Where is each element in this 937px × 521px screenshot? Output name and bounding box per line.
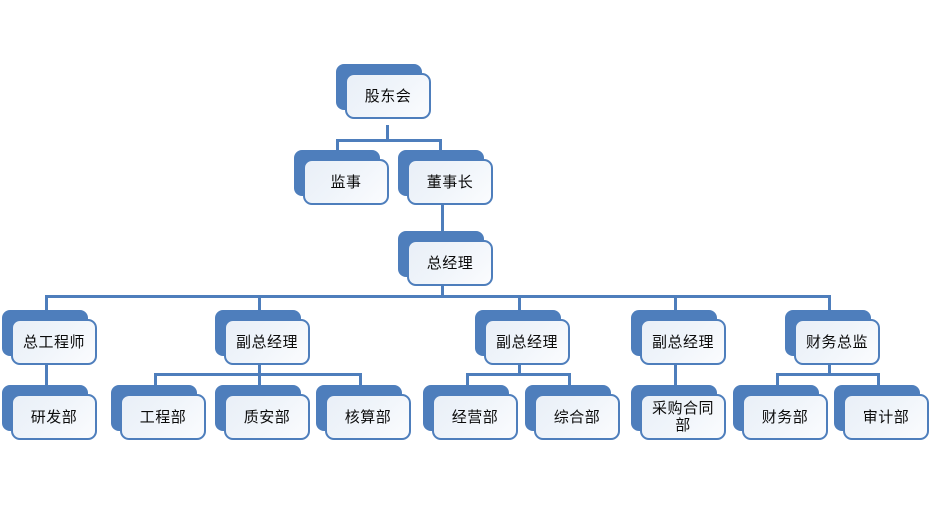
node-face: 核算部 [325,394,411,440]
node-face: 副总经理 [224,319,310,365]
connector-general-affairs-drop [568,373,571,386]
connector-deputy-gm-2-stem [518,364,521,374]
org-node-label: 审计部 [862,407,910,426]
org-node-label: 经营部 [451,407,499,426]
connector-deputy-gm-2-bar [466,373,571,376]
org-node-label: 综合部 [553,407,601,426]
org-node-label: 总经理 [426,253,474,272]
org-node-label: 财务总监 [805,332,868,351]
connector-cfo-drop [828,295,831,311]
org-node-label: 总工程师 [22,332,85,351]
org-node-label: 工程部 [139,407,187,426]
connector-chairman-drop [439,139,442,151]
org-node-label: 质安部 [243,407,291,426]
node-face: 财务总监 [794,319,880,365]
node-face: 研发部 [11,394,97,440]
node-face: 经营部 [432,394,518,440]
node-face: 总工程师 [11,319,97,365]
connector-level4-bar [45,295,831,298]
connector-shareholders-stem [386,125,389,141]
connector-chief-engineer-to-rd [45,364,48,386]
connector-deputy-gm-1-drop [258,295,261,311]
node-face: 工程部 [120,394,206,440]
org-node-label: 董事长 [426,172,474,191]
connector-quality-safety-drop [258,373,261,386]
node-face: 质安部 [224,394,310,440]
connector-deputy-gm-2-drop [518,295,521,311]
org-node-label: 股东会 [364,86,412,105]
node-face: 股东会 [345,73,431,119]
connector-chief-engineer-drop [45,295,48,311]
connector-deputy-gm-3-to-procurement [674,364,677,386]
connector-level2-bar [336,139,442,142]
node-face: 审计部 [843,394,929,440]
connector-supervisor-drop [336,139,339,151]
org-node-label: 财务部 [761,407,809,426]
node-face: 采购合同 部 [640,394,726,440]
connector-operations-drop [466,373,469,386]
node-face: 副总经理 [640,319,726,365]
connector-accounting-drop [359,373,362,386]
org-node-label: 研发部 [30,407,78,426]
connector-gm-stem [441,284,444,296]
connector-finance-drop [776,373,779,386]
node-face: 综合部 [534,394,620,440]
node-face: 总经理 [407,240,493,286]
org-node-label: 核算部 [344,407,392,426]
connector-engineering-drop [154,373,157,386]
org-node-label: 监事 [330,172,362,191]
org-node-label: 副总经理 [495,332,558,351]
connector-chairman-to-gm [441,205,444,232]
node-face: 董事长 [407,159,493,205]
connector-deputy-gm-1-stem [258,364,261,374]
connector-cfo-stem [828,364,831,374]
org-node-label: 采购合同 部 [651,399,714,434]
connector-cfo-bar [776,373,880,376]
node-face: 监事 [303,159,389,205]
connector-deputy-gm-3-drop [674,295,677,311]
node-face: 财务部 [742,394,828,440]
org-node-label: 副总经理 [651,332,714,351]
connector-audit-drop [877,373,880,386]
node-face: 副总经理 [484,319,570,365]
org-node-label: 副总经理 [235,332,298,351]
